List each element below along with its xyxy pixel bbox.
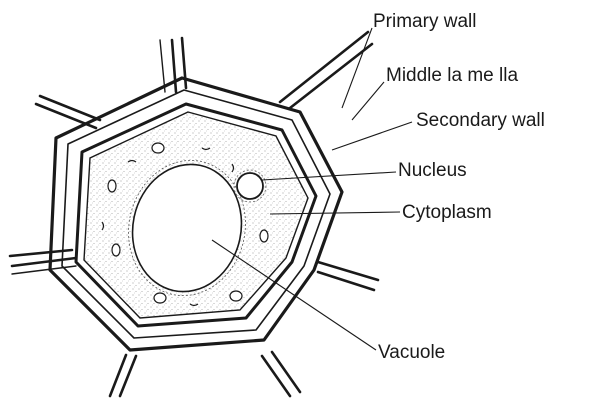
- label-primary-wall: Primary wall: [373, 12, 476, 31]
- label-nucleus: Nucleus: [398, 161, 467, 180]
- nucleus: [237, 173, 263, 199]
- label-middle-lamella-prefix: Middle: [386, 65, 442, 86]
- label-middle-lamella-term: la me lla: [447, 65, 518, 86]
- leader-middle-lamella: [352, 82, 384, 120]
- label-secondary-wall: Secondary wall: [416, 111, 545, 130]
- label-vacuole: Vacuole: [378, 343, 445, 362]
- leader-secondary-wall: [332, 122, 412, 150]
- label-cytoplasm: Cytoplasm: [402, 203, 492, 222]
- label-middle-lamella: Middle la me lla: [386, 66, 518, 85]
